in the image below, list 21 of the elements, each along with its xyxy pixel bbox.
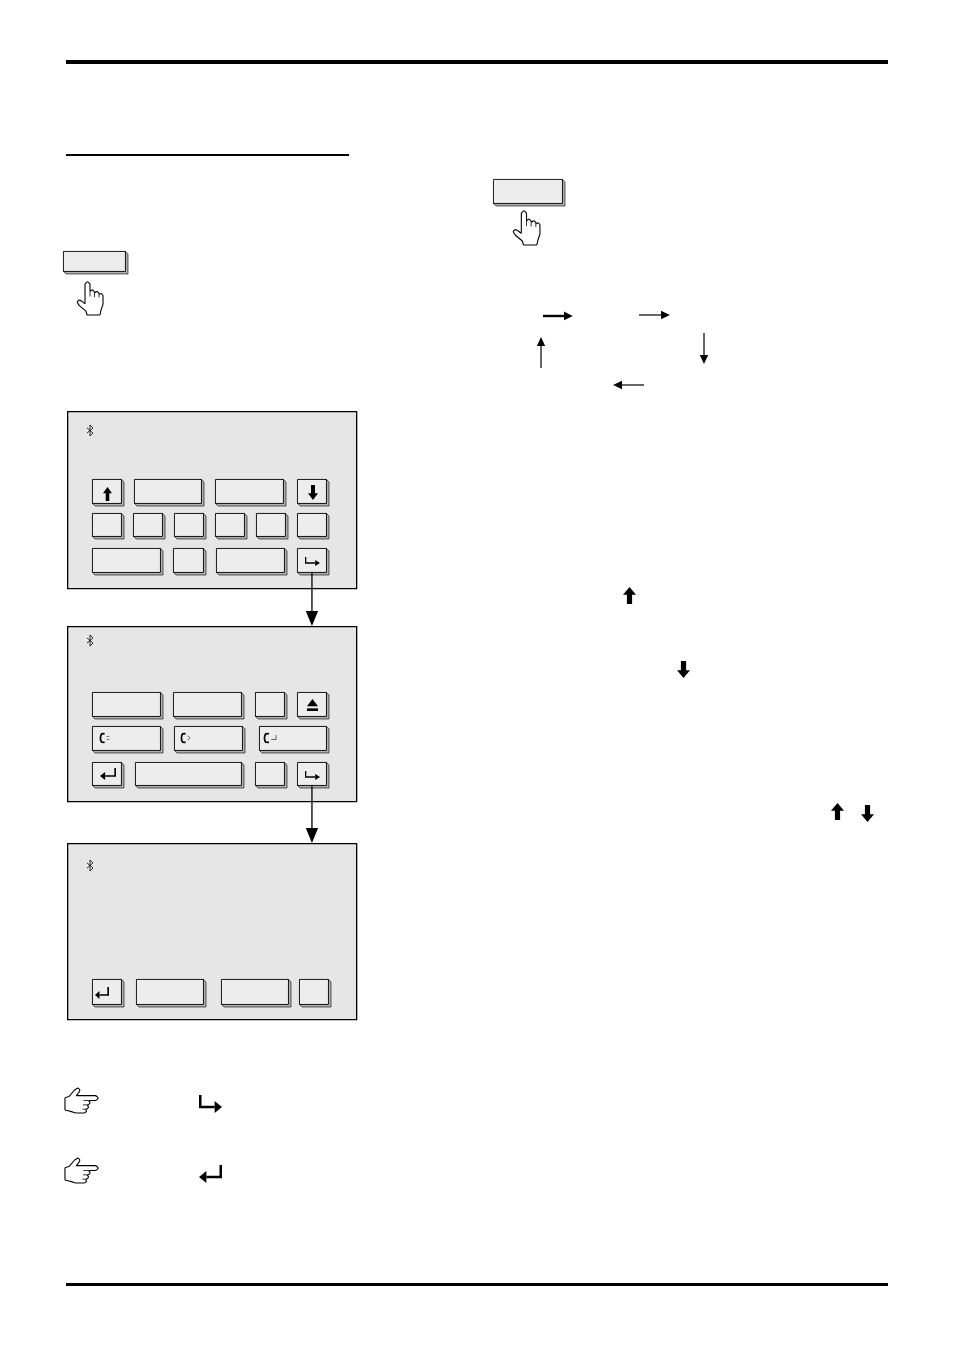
key-button (91, 691, 164, 720)
key-button (214, 512, 248, 540)
key-button (173, 512, 207, 540)
key-button (215, 547, 288, 576)
key-button (172, 547, 207, 576)
key-button (62, 250, 129, 275)
key-button (91, 512, 125, 540)
key-button (214, 478, 287, 507)
key-button (172, 691, 245, 720)
key-button (134, 761, 245, 789)
key-button (255, 512, 289, 540)
key-button (220, 978, 292, 1008)
key-button (133, 478, 205, 507)
key-button (135, 978, 207, 1008)
key-button (254, 761, 288, 789)
key-button (492, 178, 566, 207)
key-button (298, 978, 332, 1008)
key-button (254, 691, 288, 720)
key-button (132, 512, 166, 540)
key-button (296, 512, 330, 540)
key-button (91, 547, 164, 576)
